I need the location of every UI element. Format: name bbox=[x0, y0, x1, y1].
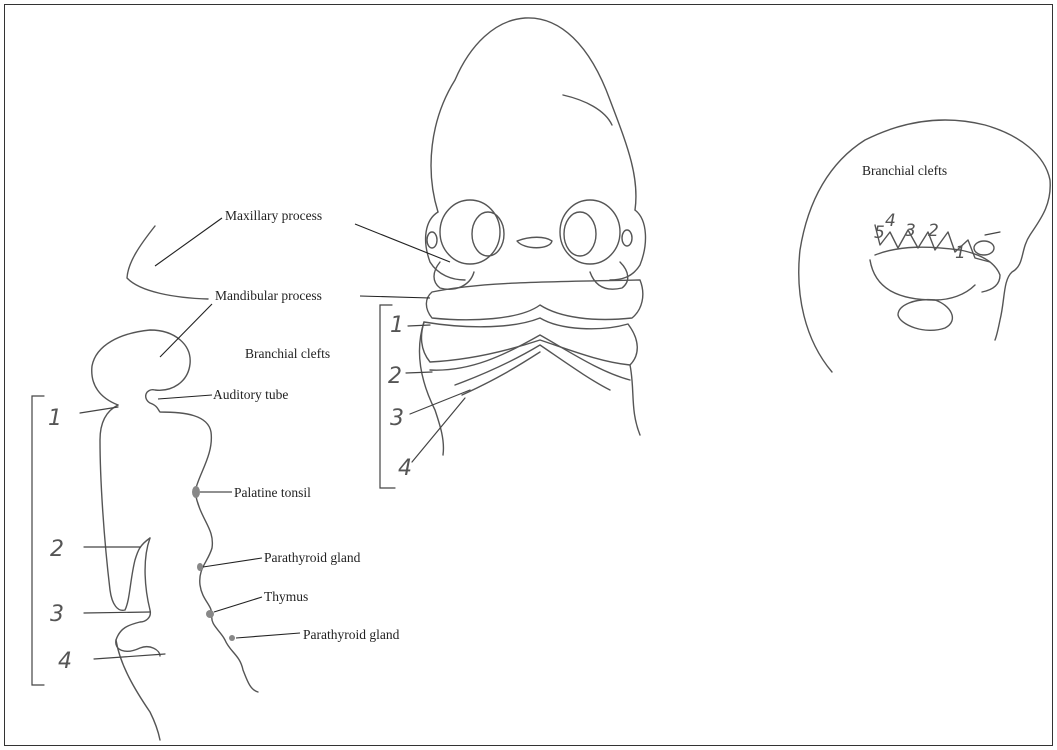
mandibular-lead-left bbox=[160, 304, 212, 357]
center-arrow-2 bbox=[406, 372, 432, 373]
left-body bbox=[420, 322, 444, 455]
right-lateral-drawing: 5 4 3 2 1 bbox=[799, 120, 1050, 372]
lateral-arch-top bbox=[875, 247, 1000, 292]
center-number-2: 2 bbox=[388, 364, 402, 389]
arrow-3 bbox=[84, 612, 150, 613]
left-bracket bbox=[32, 396, 44, 685]
parathyroid-mark-1 bbox=[197, 563, 203, 571]
stomodeum bbox=[517, 237, 552, 248]
left-eye bbox=[427, 232, 437, 248]
right-nasal-pit bbox=[564, 212, 596, 256]
label-branchial-clefts-right: Branchial clefts bbox=[862, 163, 947, 178]
mandibular-arch bbox=[426, 280, 642, 320]
label-mandibular-process: Mandibular process bbox=[215, 288, 322, 303]
left-maxillary bbox=[434, 262, 474, 289]
auditory-lead bbox=[158, 395, 212, 399]
label-thymus: Thymus bbox=[264, 589, 308, 604]
center-number-3: 3 bbox=[390, 406, 404, 431]
maxillary-lead-left bbox=[155, 218, 222, 266]
arrow-1 bbox=[80, 407, 118, 413]
left-number-3: 3 bbox=[50, 602, 64, 627]
pharynx-lower-wall bbox=[116, 538, 160, 656]
right-nasal-placode bbox=[560, 200, 620, 264]
label-auditory-tube: Auditory tube bbox=[213, 387, 288, 402]
fourth-arch bbox=[455, 345, 610, 390]
parathyroid-lead-2 bbox=[236, 633, 300, 638]
right-number-1: 1 bbox=[955, 243, 966, 263]
label-branchial-clefts-center: Branchial clefts bbox=[245, 346, 330, 361]
left-number-2: 2 bbox=[50, 537, 64, 562]
right-side-curve bbox=[610, 210, 645, 280]
left-number-4: 4 bbox=[58, 649, 72, 674]
lateral-eye-mark bbox=[985, 232, 1000, 235]
center-number-1: 1 bbox=[390, 313, 404, 338]
right-number-4: 4 bbox=[885, 211, 896, 231]
left-nasal-placode bbox=[440, 200, 500, 264]
center-number-4: 4 bbox=[398, 456, 412, 481]
maxillary-lead-right bbox=[355, 224, 450, 262]
head-crease bbox=[563, 95, 612, 125]
lateral-arch-lower bbox=[870, 260, 975, 300]
center-arrow-1 bbox=[408, 325, 430, 326]
left-number-1: 1 bbox=[48, 406, 62, 431]
parathyroid-lead-1 bbox=[203, 558, 262, 567]
thymus-lead bbox=[214, 597, 262, 612]
label-maxillary-process: Maxillary process bbox=[225, 208, 322, 223]
right-eye bbox=[622, 230, 632, 246]
palatine-tonsil-mark bbox=[192, 486, 200, 498]
left-nasal-pit bbox=[472, 212, 504, 256]
thymus-mark bbox=[206, 610, 214, 618]
right-number-2: 2 bbox=[928, 221, 939, 241]
center-face-drawing: 1 2 3 4 bbox=[355, 18, 645, 488]
fifth-groove bbox=[462, 352, 540, 395]
right-number-5: 5 bbox=[874, 223, 885, 243]
parathyroid-mark-2 bbox=[229, 635, 235, 641]
pharynx-inner-wall bbox=[100, 405, 150, 610]
left-side-curve bbox=[426, 212, 465, 280]
lateral-heart-bulge bbox=[898, 300, 952, 331]
mandibular-lead-right bbox=[360, 296, 430, 298]
arrow-4 bbox=[94, 654, 165, 659]
lateral-eye bbox=[974, 241, 994, 255]
center-arrow-4 bbox=[412, 398, 465, 462]
label-parathyroid-gland-1: Parathyroid gland bbox=[264, 550, 361, 565]
right-number-3: 3 bbox=[905, 221, 916, 241]
right-body bbox=[630, 365, 640, 435]
label-palatine-tonsil: Palatine tonsil bbox=[234, 485, 311, 500]
right-maxillary bbox=[590, 262, 628, 289]
lateral-outline bbox=[799, 120, 1050, 372]
label-parathyroid-gland-2: Parathyroid gland bbox=[303, 627, 400, 642]
